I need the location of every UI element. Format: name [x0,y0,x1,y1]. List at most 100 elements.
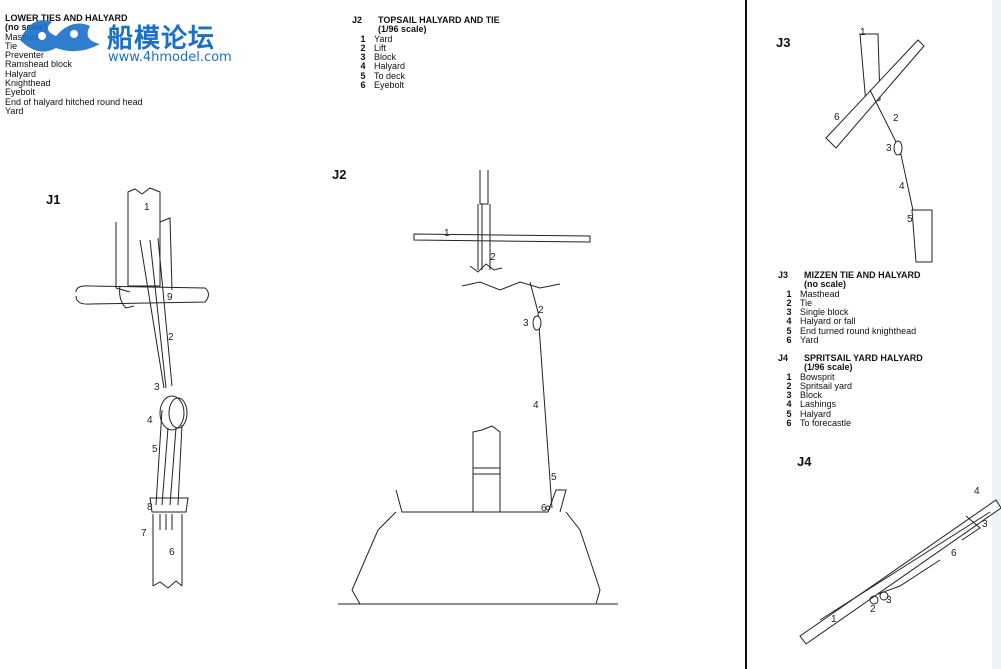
callout-number: 6 [834,112,840,123]
legend-j3: J3 MIZZEN TIE AND HALYARD (no scale) 1 Ma… [778,270,921,346]
legend-j4-tag: J4 [778,353,789,363]
legend-j3-num: 5 [786,325,792,336]
callout-number: 1 [860,27,866,38]
legend-j3-text: Yard [800,335,819,346]
figure-label-j2: J2 [332,167,347,182]
callout-number: 3 [982,519,988,530]
legend-lower-item: Ramshead block [5,59,73,70]
forum-watermark: 船模论坛 www.4hmodel.com [12,10,242,65]
watermark-chinese-text: 船模论坛 [107,24,216,54]
j1-drawing [75,187,209,589]
legend-j2-text: Lift [374,42,387,53]
callout-number: 2 [893,113,899,124]
callout-number: 1 [444,228,450,239]
legend-j3-subtitle: (no scale) [804,279,847,290]
legend-j2-text: Halyard [374,61,406,72]
legend-lower-subtitle: (no scale) [5,22,48,33]
legend-j4-num: 3 [786,390,792,401]
legend-j3-text: End turned round knighthead [800,325,917,336]
watermark-logo-icon [20,20,100,52]
callout-number: 5 [551,472,557,483]
legend-j2-text: Eyebolt [374,80,405,91]
callout-number: 4 [974,486,980,497]
callout-number: 6 [951,548,957,559]
callout-number: 4 [533,400,539,411]
legend-j4-num: 5 [786,408,792,419]
legend-lower-item: Tie [5,40,18,51]
callout-number: 2 [490,252,496,263]
callout-number: 4 [147,415,153,426]
callout-number: 7 [141,528,147,539]
legend-j3-num: 3 [786,307,792,318]
callout-number: 3 [886,595,892,606]
callout-number: 6 [541,503,547,514]
j3-drawing [825,33,933,263]
j2-drawing [338,170,618,605]
legend-j2-num: 5 [360,70,366,81]
legend-j3-tag: J3 [778,270,789,280]
legend-j2-num: 4 [360,61,366,72]
legend-j4-text: Bowsprit [800,371,835,382]
callout-number: 6 [169,547,175,558]
legend-j2-tag: J2 [352,15,363,25]
page-divider [745,0,747,669]
legend-j2-subtitle: (1/96 scale) [378,24,427,35]
legend-lower-item: Preventer [5,50,45,61]
legend-j3-title: MIZZEN TIE AND HALYARD [804,270,921,280]
callout-number: 1 [144,202,150,213]
legend-j4-num: 2 [786,380,792,391]
legend-j3-num: 6 [786,335,792,346]
callout-number: 3 [523,318,529,329]
legend-j2-num: 3 [360,52,366,63]
legend-j4-num: 1 [786,371,792,382]
legend-lower-item: Eyebolt [5,87,36,98]
legend-j4-text: Block [800,390,823,401]
legend-j2-text: Yard [374,33,393,44]
legend-j3-num: 2 [786,297,792,308]
callout-number: 1 [831,614,837,625]
legend-j4-num: 6 [786,418,792,429]
legend-lower-title: LOWER TIES AND HALYARD [5,13,128,23]
legend-lower-item: End of halyard hitched round head [5,96,143,107]
callout-number: 2 [168,332,174,343]
legend-j4-num: 4 [786,399,792,410]
callout-numbers: 1 9 2 3 4 5 8 7 6 1 2 2 3 4 5 6 1 6 2 3 … [141,27,988,625]
figure-label-j1: J1 [46,192,61,207]
legend-j4: J4 SPRITSAIL YARD HALYARD (1/96 scale) 1… [778,353,923,429]
legend-j2: J2 TOPSAIL HALYARD AND TIE (1/96 scale) … [352,15,500,91]
legend-j2-text: To deck [374,70,406,81]
legend-lower-item: Yard [5,105,24,116]
figure-label-j3: J3 [776,35,791,50]
callout-number: 9 [167,292,173,303]
watermark-url: www.4hmodel.com [108,50,232,65]
legend-j4-subtitle: (1/96 scale) [804,362,853,373]
callout-number: 8 [147,502,153,513]
legend-j4-text: Lashings [800,399,837,410]
legend-j3-num: 4 [786,316,792,327]
callout-number: 2 [870,604,876,615]
legend-j3-num: 1 [786,288,792,299]
legend-j4-title: SPRITSAIL YARD HALYARD [804,353,923,363]
callout-number: 4 [899,181,905,192]
legend-j4-text: To forecastle [800,418,852,429]
figure-label-j4: J4 [797,454,812,469]
callout-number: 5 [907,214,913,225]
legend-j2-num: 2 [360,42,366,53]
viewer-side-panel [992,0,1001,669]
legend-j3-text: Single block [800,307,849,318]
j4-drawing [799,499,1001,645]
legend-lower-item: Knighthead [5,78,51,89]
legend-j2-title: TOPSAIL HALYARD AND TIE [378,15,500,25]
legend-j2-num: 1 [360,33,366,44]
legend-j4-text: Spritsail yard [800,380,853,391]
legend-j4-text: Halyard [800,408,832,419]
legend-j2-text: Block [374,52,397,63]
callout-number: 2 [538,305,544,316]
callout-number: 5 [152,444,158,455]
legend-j2-num: 6 [360,80,366,91]
callout-number: 3 [886,143,892,154]
legend-j3-text: Masthead [800,288,840,299]
legend-j3-text: Halyard or fall [800,316,856,327]
